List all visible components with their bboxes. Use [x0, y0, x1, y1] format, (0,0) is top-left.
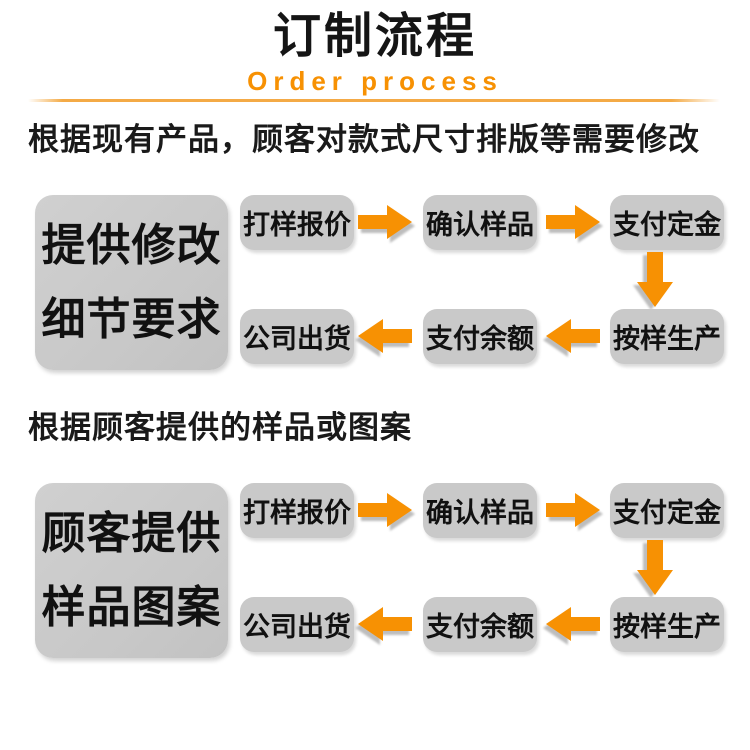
flow-step-produce: 按样生产	[610, 597, 724, 652]
flow-step-produce: 按样生产	[610, 309, 724, 364]
side-note-line: 样品图案	[41, 582, 222, 632]
arrow-down-icon	[635, 252, 675, 307]
flow-step-ship: 公司出货	[240, 597, 354, 652]
arrow-right-icon	[358, 202, 412, 242]
arrow-right-icon	[358, 490, 412, 530]
page-title: 订制流程	[272, 10, 477, 63]
arrow-left-icon	[358, 316, 412, 356]
flow-step-pay-deposit: 支付定金	[610, 483, 724, 538]
header-divider	[28, 99, 720, 102]
side-note-box: 提供修改 细节要求	[35, 195, 228, 370]
flow-step-ship: 公司出货	[240, 309, 354, 364]
flow-step-pay-deposit: 支付定金	[610, 195, 724, 250]
arrow-left-icon	[546, 604, 600, 644]
flow-step-pay-balance: 支付余额	[423, 309, 537, 364]
page-header: 订制流程 Order process	[0, 10, 750, 96]
flow-step-confirm-sample: 确认样品	[423, 195, 537, 250]
flow-step-quote: 打样报价	[240, 195, 354, 250]
page-subtitle: Order process	[247, 66, 503, 96]
flow-step-confirm-sample: 确认样品	[423, 483, 537, 538]
flow-step-quote: 打样报价	[240, 483, 354, 538]
flow-step-pay-balance: 支付余额	[423, 597, 537, 652]
section-heading: 根据顾客提供的样品或图案	[28, 410, 412, 445]
arrow-right-icon	[546, 202, 600, 242]
arrow-down-icon	[635, 540, 675, 595]
side-note-line: 提供修改	[41, 220, 222, 270]
side-note-line: 顾客提供	[41, 508, 222, 558]
side-note-line: 细节要求	[41, 294, 222, 344]
arrow-left-icon	[546, 316, 600, 356]
section-customer-sample: 根据顾客提供的样品或图案 顾客提供 样品图案 打样报价 确认样品 支付定金 公司…	[0, 408, 750, 658]
section-modify-existing-product: 根据现有产品，顾客对款式尺寸排版等需要修改 提供修改 细节要求 打样报价 确认样…	[0, 120, 750, 370]
arrow-left-icon	[358, 604, 412, 644]
side-note-box: 顾客提供 样品图案	[35, 483, 228, 658]
arrow-right-icon	[546, 490, 600, 530]
section-heading: 根据现有产品，顾客对款式尺寸排版等需要修改	[28, 122, 700, 157]
